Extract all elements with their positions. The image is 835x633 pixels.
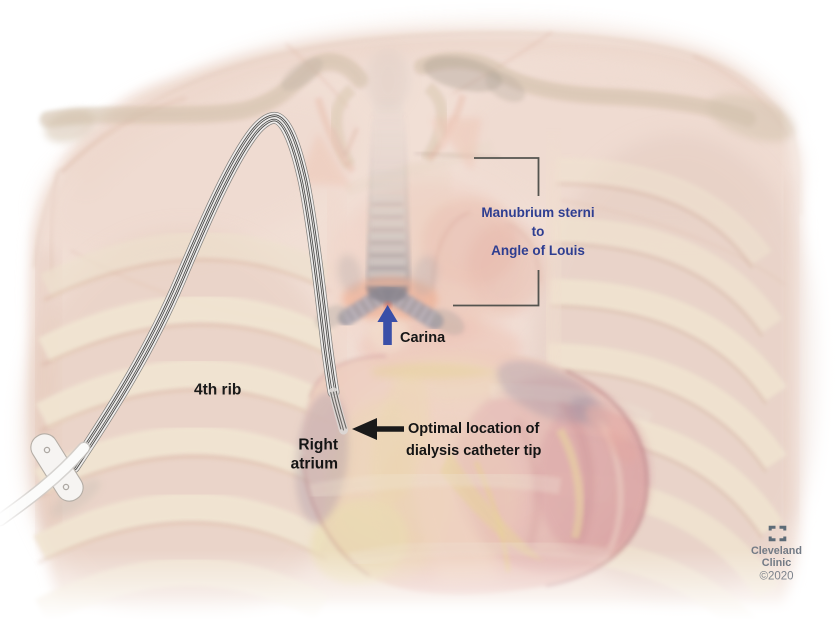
svg-text:Optimal location of: Optimal location of <box>408 421 539 437</box>
svg-text:Clinic: Clinic <box>762 557 791 569</box>
svg-text:Carina: Carina <box>400 330 446 346</box>
svg-text:Manubrium sterni: Manubrium sterni <box>481 205 594 220</box>
svg-text:to: to <box>532 224 545 239</box>
svg-text:©2020: ©2020 <box>759 571 793 583</box>
svg-text:4th rib: 4th rib <box>194 382 241 399</box>
svg-text:Cleveland: Cleveland <box>751 545 802 557</box>
svg-text:Right: Right <box>298 437 338 454</box>
svg-text:Angle of Louis: Angle of Louis <box>491 243 585 258</box>
svg-text:dialysis catheter tip: dialysis catheter tip <box>406 443 542 459</box>
svg-text:atrium: atrium <box>291 456 338 473</box>
